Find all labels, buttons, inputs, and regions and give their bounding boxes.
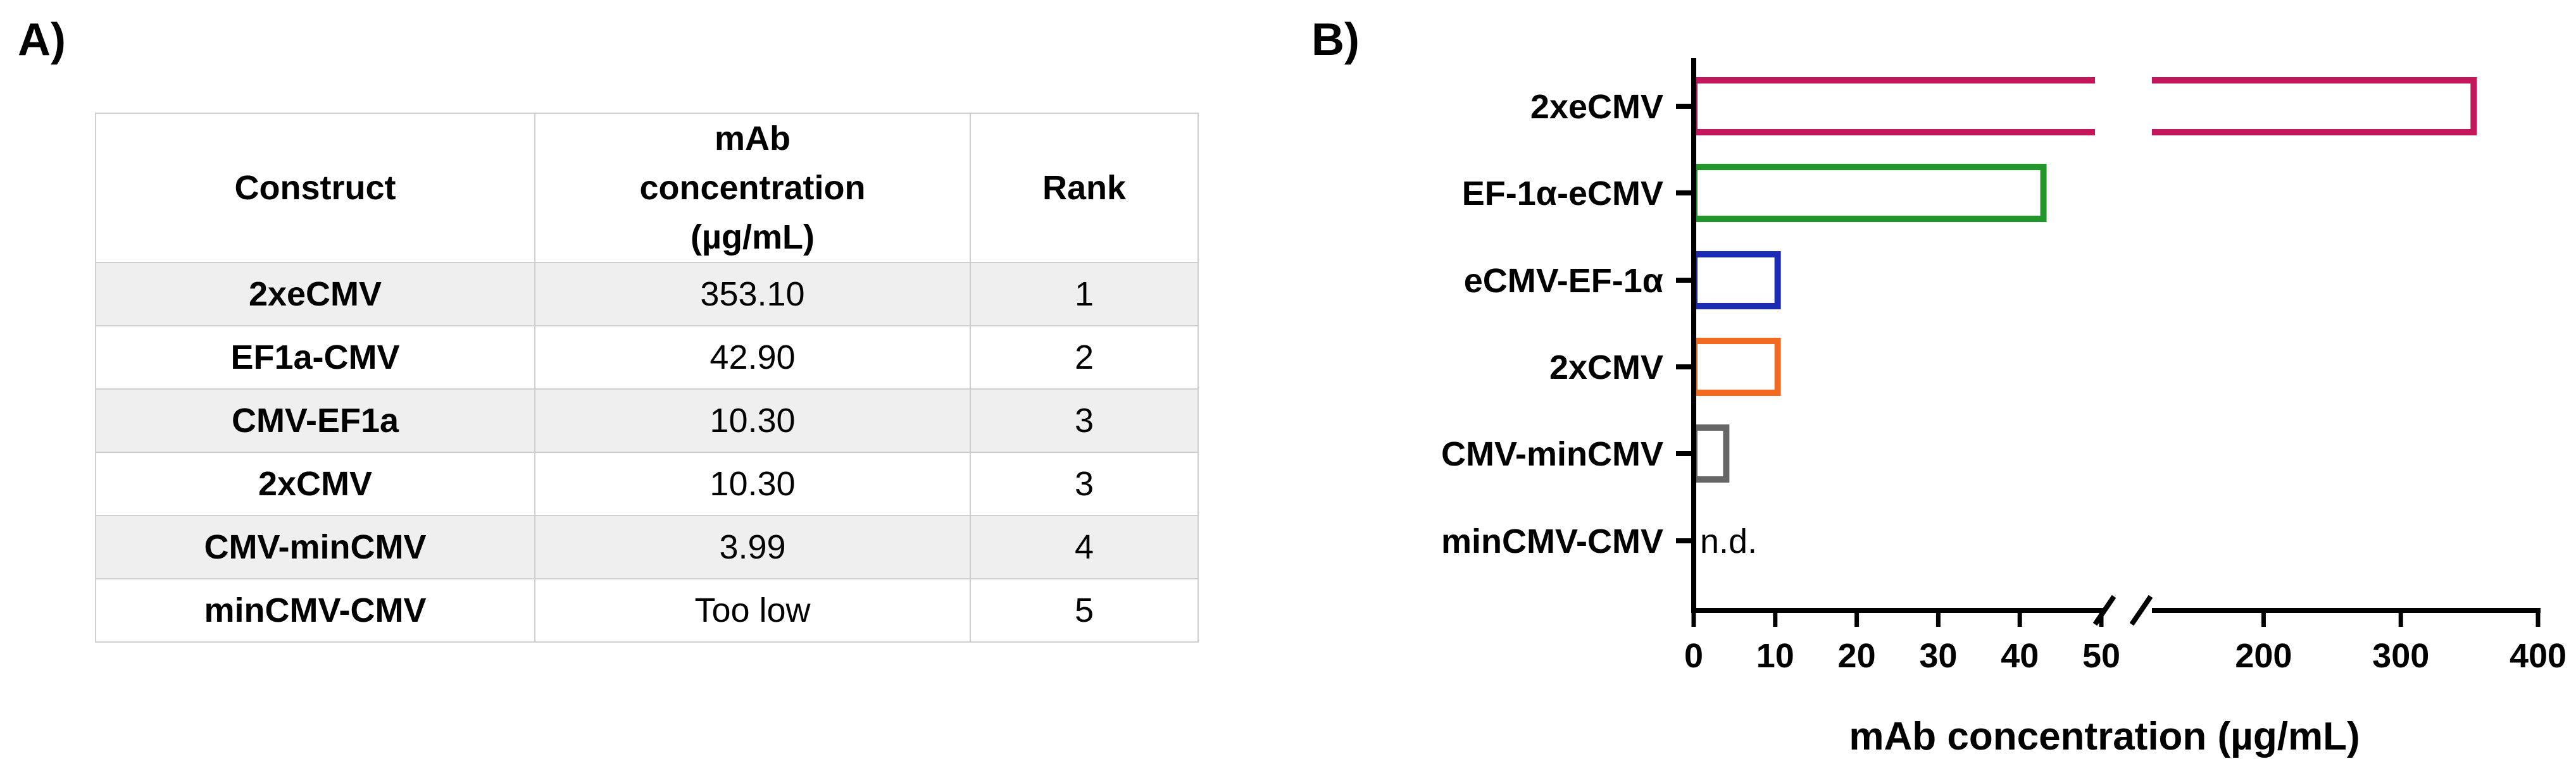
construct-cell: 2xeCMV <box>95 262 535 326</box>
rank-cell: 3 <box>970 452 1199 516</box>
x-tick-label: 20 <box>1838 637 1876 675</box>
bar-break-gap <box>2095 74 2152 139</box>
rank-cell: 3 <box>970 388 1199 453</box>
bar-3 <box>1691 338 1781 396</box>
table-row: 2xeCMV 353.10 1 <box>95 262 1199 326</box>
table-row: minCMV-CMV Too low 5 <box>95 578 1199 643</box>
table-header-row: Construct mAb concentration (µg/mL) Rank <box>95 113 1199 263</box>
rank-cell: 5 <box>970 578 1199 643</box>
x-tick-label: 50 <box>2082 637 2120 675</box>
x-tick-label: 0 <box>1684 637 1703 675</box>
axis-break-mark <box>2129 595 2153 626</box>
rank-cell: 4 <box>970 515 1199 579</box>
table-row: EF1a-CMV 42.90 2 <box>95 325 1199 390</box>
table-row: CMV-minCMV 3.99 4 <box>95 515 1199 579</box>
x-tick-label: 200 <box>2235 637 2292 675</box>
concentration-cell: 10.30 <box>534 452 971 516</box>
construct-cell: CMV-EF1a <box>95 388 535 453</box>
category-label: minCMV-CMV <box>1441 522 1663 560</box>
construct-cell: CMV-minCMV <box>95 515 535 579</box>
annotation-label: n.d. <box>1700 522 1757 560</box>
bar-1 <box>1691 164 2047 222</box>
rank-cell: 1 <box>970 262 1199 326</box>
x-tick-label: 30 <box>1919 637 1957 675</box>
concentration-cell: 42.90 <box>534 325 971 390</box>
bar-4 <box>1691 424 1730 483</box>
rank-cell: 2 <box>970 325 1199 390</box>
bar-2 <box>1691 251 1781 309</box>
header-rank: Rank <box>970 113 1199 263</box>
concentration-cell: 3.99 <box>534 515 971 579</box>
construct-cell: EF1a-CMV <box>95 325 535 390</box>
category-label: 2xeCMV <box>1530 88 1663 126</box>
x-tick-label: 400 <box>2510 637 2567 675</box>
construct-cell: 2xCMV <box>95 452 535 516</box>
header-construct: Construct <box>95 113 535 263</box>
x-tick-label: 40 <box>2001 637 2039 675</box>
category-label: 2xCMV <box>1549 349 1663 386</box>
category-label: eCMV-EF-1α <box>1464 262 1663 300</box>
concentration-cell: 10.30 <box>534 388 971 453</box>
panel-b-label: B) <box>1311 15 1360 65</box>
category-label: EF-1α-eCMV <box>1462 175 1663 213</box>
panel-a-label: A) <box>18 15 66 65</box>
x-tick-label: 300 <box>2372 637 2429 675</box>
table-row: CMV-EF1a 10.30 3 <box>95 388 1199 453</box>
header-concentration: mAb concentration (µg/mL) <box>534 113 971 263</box>
concentration-cell: 353.10 <box>534 262 971 326</box>
category-label: CMV-minCMV <box>1441 435 1663 473</box>
results-table: Construct mAb concentration (µg/mL) Rank… <box>95 113 1199 643</box>
construct-cell: minCMV-CMV <box>95 578 535 643</box>
bar-0 <box>1691 77 2477 135</box>
x-tick-label: 10 <box>1756 637 1794 675</box>
axis-break-mark <box>2092 595 2116 626</box>
table-row: 2xCMV 10.30 3 <box>95 452 1199 516</box>
x-axis-title: mAb concentration (µg/mL) <box>1849 715 2360 758</box>
concentration-cell: Too low <box>534 578 971 643</box>
